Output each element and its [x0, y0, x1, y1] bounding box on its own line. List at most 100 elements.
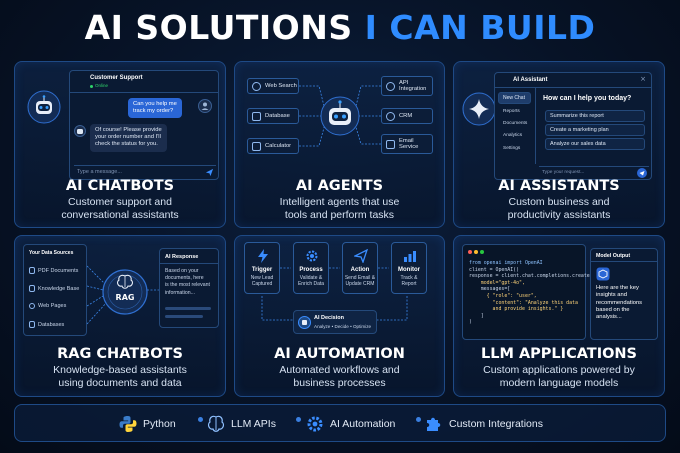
sparkle-icon [462, 92, 496, 126]
chat-input[interactable]: Type a message... [74, 165, 216, 177]
footer-label: LLM APIs [231, 418, 276, 430]
workflow-step-trigger: Trigger New Lead Captured [244, 242, 280, 294]
chat-input-placeholder: Type a message... [77, 169, 122, 175]
step-title: Monitor [398, 267, 420, 273]
brain-chip-icon [298, 316, 311, 329]
user-avatar-icon [198, 99, 212, 113]
chat-window: Customer Support Online Can you help me … [69, 70, 219, 180]
sidebar-item-analytics[interactable]: Analytics [503, 133, 523, 138]
card-title: AI AUTOMATION [274, 346, 405, 362]
globe-icon [29, 303, 35, 309]
database-icon [29, 321, 35, 328]
sidebar-item-settings[interactable]: Settings [503, 146, 521, 151]
window-dot-green [480, 250, 484, 254]
code-line: response = client.chat.completions.creat… [469, 273, 593, 280]
robot-icon [27, 90, 61, 124]
online-dot [90, 85, 93, 88]
tool-label: Email Service [399, 137, 419, 151]
sidebar-item-documents[interactable]: Documents [503, 121, 528, 126]
source-databases: Databases [29, 321, 64, 328]
assistant-input[interactable]: Type your request... [539, 166, 649, 178]
suggestion-option[interactable]: Create a marketing plan [545, 124, 645, 136]
chat-window-title: Customer Support [90, 75, 143, 81]
footer-label: Python [143, 418, 176, 430]
model-output-panel: Model Output Here are the key insights a… [590, 248, 658, 340]
footer-label: AI Automation [330, 418, 396, 430]
card-title: AI CHATBOTS [65, 178, 175, 194]
code-line: ) [469, 319, 472, 326]
footer-item-llm-apis: LLM APIs [207, 415, 276, 433]
send-plane-icon [354, 249, 368, 263]
tool-label: API Integration [399, 79, 427, 93]
code-line: and provide insights." } [469, 306, 564, 313]
suggestion-option[interactable]: Analyze our sales data [545, 138, 645, 150]
book-icon [29, 285, 35, 292]
data-sources-panel: Your Data Sources PDF Documents Knowledg… [23, 244, 87, 336]
tool-label: Database [265, 112, 290, 119]
card-description: Intelligent agents that use tools and pe… [279, 196, 400, 221]
workflow-connections [261, 267, 408, 321]
card-title: AI ASSISTANTS [498, 178, 620, 194]
step-description: New Lead Captured [250, 275, 274, 287]
step-title: Trigger [251, 267, 273, 273]
send-icon[interactable] [205, 168, 214, 177]
tool-label: Calculator [265, 142, 292, 149]
assistant-sidebar-divider [535, 88, 536, 164]
pdf-icon [29, 267, 35, 274]
tech-footer: Python LLM APIs AI Automation Custom Int… [14, 404, 666, 442]
code-line: from openai import OpenAI [469, 260, 543, 266]
placeholder-line [165, 307, 211, 310]
source-label: Web Pages [38, 303, 67, 309]
lightning-icon [258, 249, 268, 263]
card-title: RAG CHATBOTS [57, 346, 183, 362]
globe-icon [252, 81, 261, 91]
footer-item-python: Python [119, 415, 176, 433]
tool-email-service: Email Service [381, 134, 433, 154]
close-icon[interactable]: × [640, 75, 646, 83]
footer-item-custom-integrations: Custom Integrations [425, 415, 543, 433]
user-message: Can you help me track my order? [128, 98, 182, 118]
send-icon[interactable] [637, 168, 647, 178]
tool-crm: CRM [381, 108, 433, 124]
assistant-input-placeholder: Type your request... [542, 170, 585, 175]
ai-response-panel: AI Response Based on your documents, her… [159, 248, 219, 328]
step-description: Validate & Enrich Data [297, 275, 325, 287]
cube-icon [596, 267, 610, 281]
code-line: ] [469, 312, 484, 319]
chat-header-divider [70, 92, 218, 93]
ai-decision-box: AI Decision Analyze • Decide • Optimize [293, 310, 377, 334]
source-label: PDF Documents [38, 267, 79, 274]
gear-icon [307, 416, 323, 432]
model-output-divider [591, 261, 657, 262]
tool-database: Database [247, 108, 299, 124]
suggestion-option[interactable]: Summarize this report [545, 110, 645, 122]
ai-decision-desc: Analyze • Decide • Optimize [314, 324, 372, 329]
title-part-1: AI SOLUTIONS [84, 8, 353, 47]
code-line: { "role": "user", [469, 293, 537, 299]
card-llm-applications: from openai import OpenAI client = OpenA… [453, 235, 665, 397]
source-label: Databases [38, 321, 65, 328]
card-description: Customer support and conversational assi… [61, 196, 179, 221]
card-title: LLM APPLICATIONS [481, 346, 637, 362]
footer-separator [416, 417, 421, 422]
step-description: Send Email & Update CRM [344, 275, 376, 287]
ai-response-text: Based on your documents, here is the mos… [165, 268, 210, 296]
footer-item-ai-automation: AI Automation [306, 415, 395, 433]
robot-icon [320, 96, 360, 136]
sidebar-item-new-chat[interactable]: New Chat [498, 92, 531, 104]
card-description: Custom applications powered by modern la… [483, 364, 635, 389]
card-description: Knowledge-based assistants using documen… [53, 364, 187, 389]
card-ai-agents: Web Search Database Calculator API Integ… [234, 61, 445, 228]
rag-center-label: RAG [115, 293, 135, 302]
step-description: Track & Report [400, 275, 418, 287]
tool-label: CRM [399, 112, 413, 119]
footer-label: Custom Integrations [449, 418, 543, 430]
source-pdf: PDF Documents [29, 267, 78, 274]
source-label: Knowledge Base [38, 285, 80, 292]
sidebar-item-reports[interactable]: Reports [503, 109, 520, 114]
page-title: AI SOLUTIONS I CAN BUILD [0, 8, 680, 47]
card-title: AI AGENTS [295, 178, 384, 194]
source-web-pages: Web Pages [29, 303, 66, 309]
step-title: Process [299, 267, 323, 273]
step-title: Action [350, 267, 370, 273]
